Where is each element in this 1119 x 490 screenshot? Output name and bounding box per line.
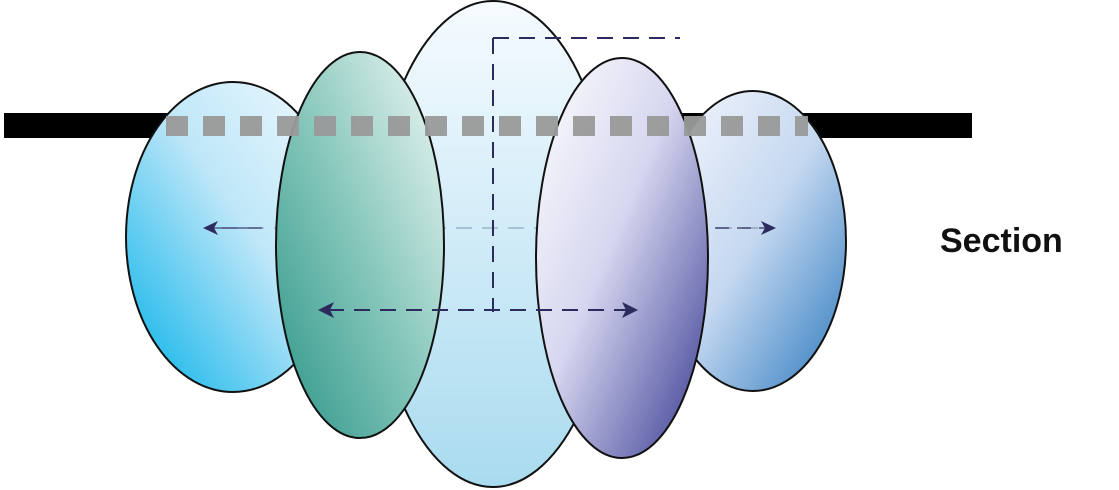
- long-arrow-left-head: [203, 221, 218, 235]
- short-arrow-right-head: [622, 302, 638, 318]
- long-arrow-right-head: [761, 221, 776, 235]
- lobe-violet: [535, 57, 709, 459]
- lobe-teal: [275, 51, 445, 439]
- section-label: Section: [940, 222, 1063, 260]
- short-arrow-left-head: [318, 302, 334, 318]
